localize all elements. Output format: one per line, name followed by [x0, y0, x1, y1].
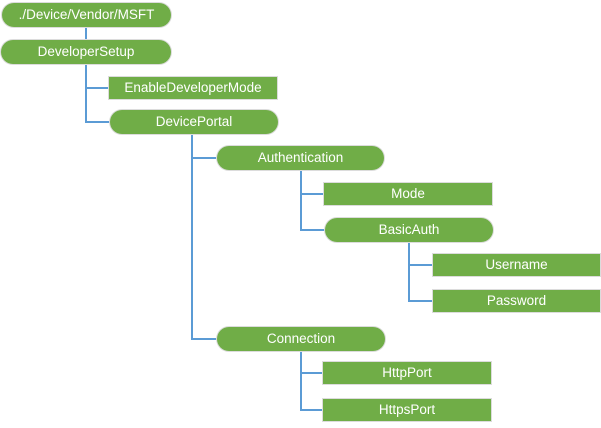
- connector-elbow-basicauth: [300, 229, 325, 231]
- node-enabledevelopermode: EnableDeveloperMode: [109, 77, 277, 99]
- node-connection: Connection: [217, 327, 385, 351]
- connector-trunk-basicauth: [408, 242, 410, 302]
- node-mode: Mode: [324, 183, 492, 205]
- connector-elbow-connection: [191, 338, 217, 340]
- connector-trunk-deviceportal: [191, 134, 193, 340]
- node-basicauth: BasicAuth: [325, 218, 493, 242]
- connector-elbow-deviceportal: [85, 121, 110, 123]
- connector-trunk-connection: [300, 351, 302, 411]
- connector-root-developersetup: [85, 27, 87, 41]
- node-httpport: HttpPort: [323, 362, 491, 384]
- connector-elbow-httpsport: [300, 409, 323, 411]
- node-username: Username: [433, 254, 600, 276]
- connector-elbow-mode: [300, 193, 324, 195]
- connector-elbow-password: [408, 300, 433, 302]
- connector-elbow-username: [408, 264, 433, 266]
- connector-elbow-enabledevelopermode: [85, 87, 109, 89]
- connector-trunk-developersetup: [85, 64, 87, 123]
- connector-elbow-httpport: [300, 372, 323, 374]
- node-authentication: Authentication: [217, 146, 384, 170]
- node-device-vendor-msft: ./Device/Vendor/MSFT: [2, 3, 171, 27]
- connector-elbow-authentication: [191, 157, 217, 159]
- node-httpsport: HttpsPort: [323, 399, 491, 421]
- node-developersetup: DeveloperSetup: [1, 40, 171, 64]
- node-password: Password: [433, 290, 600, 312]
- connector-trunk-authentication: [300, 170, 302, 231]
- node-deviceportal: DevicePortal: [110, 110, 278, 134]
